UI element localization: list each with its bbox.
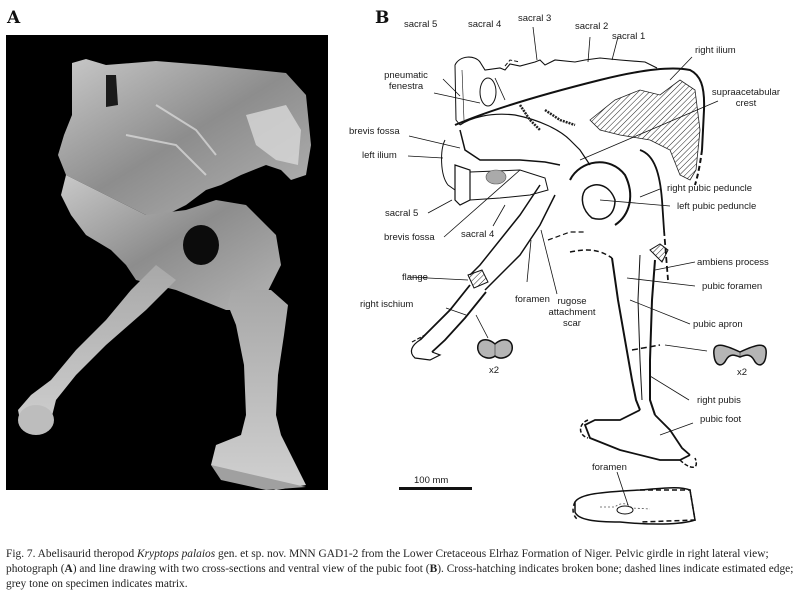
caption-ref-a: A xyxy=(64,563,73,575)
caption-part2: ) and line drawing with two cross-sectio… xyxy=(72,563,430,575)
label-pneumatic-fenestra-line2: fenestra xyxy=(388,81,424,92)
pelvic-girdle-drawing xyxy=(399,26,767,525)
label-supraacetabular-crest-line2: crest xyxy=(735,98,757,109)
scale-bar xyxy=(399,487,472,490)
label-sacral-5-mid: sacral 5 xyxy=(385,208,419,219)
label-x2-right: x2 xyxy=(737,367,748,378)
label-x2-left: x2 xyxy=(489,365,500,376)
label-rugose-line1: rugose xyxy=(557,296,587,307)
panel-label-b: B xyxy=(375,8,390,28)
label-pubic-foot: pubic foot xyxy=(700,414,742,425)
label-flange: flange xyxy=(402,272,428,283)
label-sacral-5-top: sacral 5 xyxy=(404,19,438,30)
label-rugose-line2: attachment xyxy=(548,307,596,318)
label-rugose-attachment-scar: rugose attachment scar xyxy=(537,296,607,329)
label-pneumatic-fenestra-line1: pneumatic xyxy=(384,70,428,81)
label-sacral-4-top: sacral 4 xyxy=(468,19,502,30)
label-brevis-fossa-top: brevis fossa xyxy=(349,126,400,137)
caption-taxon: Kryptops palaios xyxy=(136,548,216,560)
caption-part3: ). Cross-hatching indicates broken bone;… xyxy=(6,563,794,590)
label-supraacetabular-crest: supraacetabular crest xyxy=(706,87,786,109)
label-sacral-2: sacral 2 xyxy=(575,21,609,32)
scale-bar-label: 100 mm xyxy=(414,475,449,486)
label-right-ilium: right ilium xyxy=(695,45,736,56)
figure-caption: Fig. 7. Abelisaurid theropod Kryptops pa… xyxy=(6,547,796,592)
label-rugose-line3: scar xyxy=(563,318,581,329)
label-sacral-4-mid: sacral 4 xyxy=(461,229,495,240)
label-right-pubic-peduncle: right pubic peduncle xyxy=(667,183,753,194)
specimen-photograph xyxy=(6,35,328,490)
panel-label-a: A xyxy=(7,8,21,28)
label-pneumatic-fenestra: pneumatic fenestra xyxy=(376,70,436,92)
label-pubic-apron: pubic apron xyxy=(693,319,743,330)
line-drawing-panel: sacral 5 sacral 4 sacral 3 sacral 2 sacr… xyxy=(340,0,800,530)
label-right-pubis: right pubis xyxy=(697,395,741,406)
label-left-ilium: left ilium xyxy=(362,150,397,161)
label-sacral-3: sacral 3 xyxy=(518,13,552,24)
label-left-pubic-peduncle: left pubic peduncle xyxy=(677,201,757,212)
label-pubic-foramen: pubic foramen xyxy=(702,281,763,292)
label-supraacetabular-crest-line1: supraacetabular xyxy=(711,87,781,98)
label-foramen-mid: foramen xyxy=(515,294,550,305)
label-foramen-bottom: foramen xyxy=(592,462,627,473)
specimen-silhouette xyxy=(18,59,311,490)
caption-prefix: Fig. 7. Abelisaurid theropod xyxy=(6,548,137,560)
caption-ref-b: B xyxy=(429,563,438,575)
caption-part1: gen. et sp. nov. MNN GAD1-2 from the Low… xyxy=(6,548,769,575)
label-sacral-1: sacral 1 xyxy=(612,31,646,42)
label-right-ischium: right ischium xyxy=(360,299,414,310)
label-ambiens-process: ambiens process xyxy=(697,257,769,268)
label-brevis-fossa-mid: brevis fossa xyxy=(384,232,435,243)
